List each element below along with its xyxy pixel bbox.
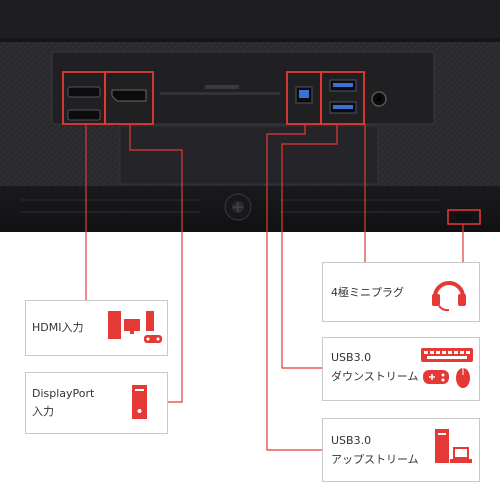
displayport-port [111, 89, 147, 102]
mouse-icon [456, 368, 470, 388]
headset-icon [432, 281, 466, 312]
callout-usb-downstream: USB3.0 ダウンストリーム [322, 337, 480, 401]
gamepad-icon [423, 370, 449, 384]
hdmi-port-2 [67, 109, 101, 121]
callout-hdmi-input: HDMI入力 [25, 300, 168, 356]
keyboard-icon [421, 348, 473, 362]
monitor-icon [124, 319, 140, 331]
audio-jack-label: 4極ミニプラグ [331, 286, 404, 299]
usb-down-devices-icons [421, 348, 473, 388]
hdmi-input-label: HDMI入力 [32, 321, 84, 334]
usb-up-devices-icons [435, 429, 472, 463]
game-console-icon [146, 311, 154, 331]
usb-down-label-line2: ダウンストリーム [331, 370, 419, 383]
usb-up-label-line1: USB3.0 [331, 434, 372, 447]
callout-audio-jack: 4極ミニプラグ [322, 262, 480, 322]
callout-usb-upstream: USB3.0 アップストリーム [322, 418, 480, 482]
pc-tower-icon [132, 385, 147, 419]
pc-tower-icon [108, 311, 121, 339]
usb-up-label-line2: アップストリーム [331, 453, 419, 466]
pc-tower-icon [435, 429, 449, 463]
callout-displayport-input: DisplayPort 入力 [25, 372, 168, 434]
hdmi-port-1 [67, 86, 101, 98]
gamepad-icon [144, 335, 162, 343]
hdmi-devices-icons [108, 311, 162, 343]
usb-down-label-line1: USB3.0 [331, 351, 372, 364]
displayport-label-line1: DisplayPort [32, 387, 95, 400]
displayport-label-line2: 入力 [32, 405, 54, 418]
